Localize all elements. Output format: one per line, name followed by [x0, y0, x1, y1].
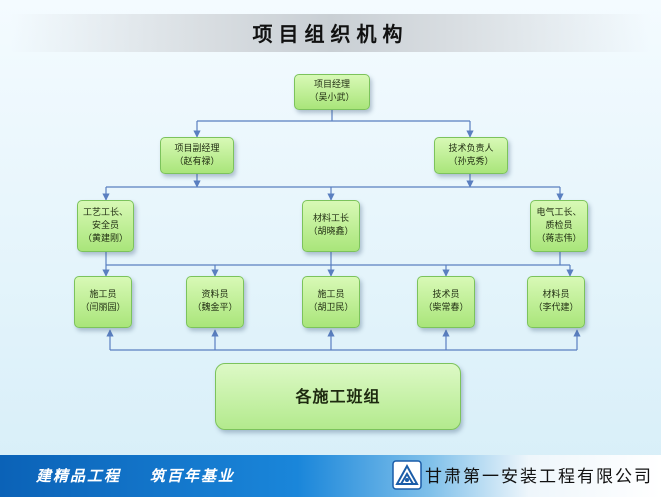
- footer-slogan: 建精品工程 筑百年基业: [36, 467, 235, 485]
- node-project-manager: 项目经理 （吴小武）: [294, 74, 370, 110]
- node-electric-foreman: 电气工长、 质检员 （蒋志伟）: [530, 200, 588, 252]
- node-material-clerk: 材料员 （李代建）: [527, 276, 585, 328]
- node-deputy-manager: 项目副经理 （赵有禄）: [160, 137, 234, 174]
- node-worker-1: 施工员 （闫丽园）: [74, 276, 132, 328]
- node-construction-teams: 各施工班组: [215, 363, 461, 430]
- node-data-clerk: 资料员 （魏金平）: [186, 276, 244, 328]
- title-band: [10, 14, 651, 52]
- company-logo-icon: [392, 460, 422, 490]
- node-material-foreman: 材料工长 （胡晓鑫）: [302, 200, 360, 252]
- page-title: 项目组织机构: [252, 22, 409, 46]
- node-technician: 技术员 （柴常春）: [417, 276, 475, 328]
- company-name: 甘肃第一安装工程有限公司: [425, 467, 653, 487]
- node-worker-2: 施工员 （胡卫民）: [302, 276, 360, 328]
- footer-bar: [0, 455, 661, 497]
- node-technical-lead: 技术负责人 （孙克秀）: [434, 137, 508, 174]
- node-craft-foreman: 工艺工长、 安全员 （黄建刚）: [77, 200, 134, 252]
